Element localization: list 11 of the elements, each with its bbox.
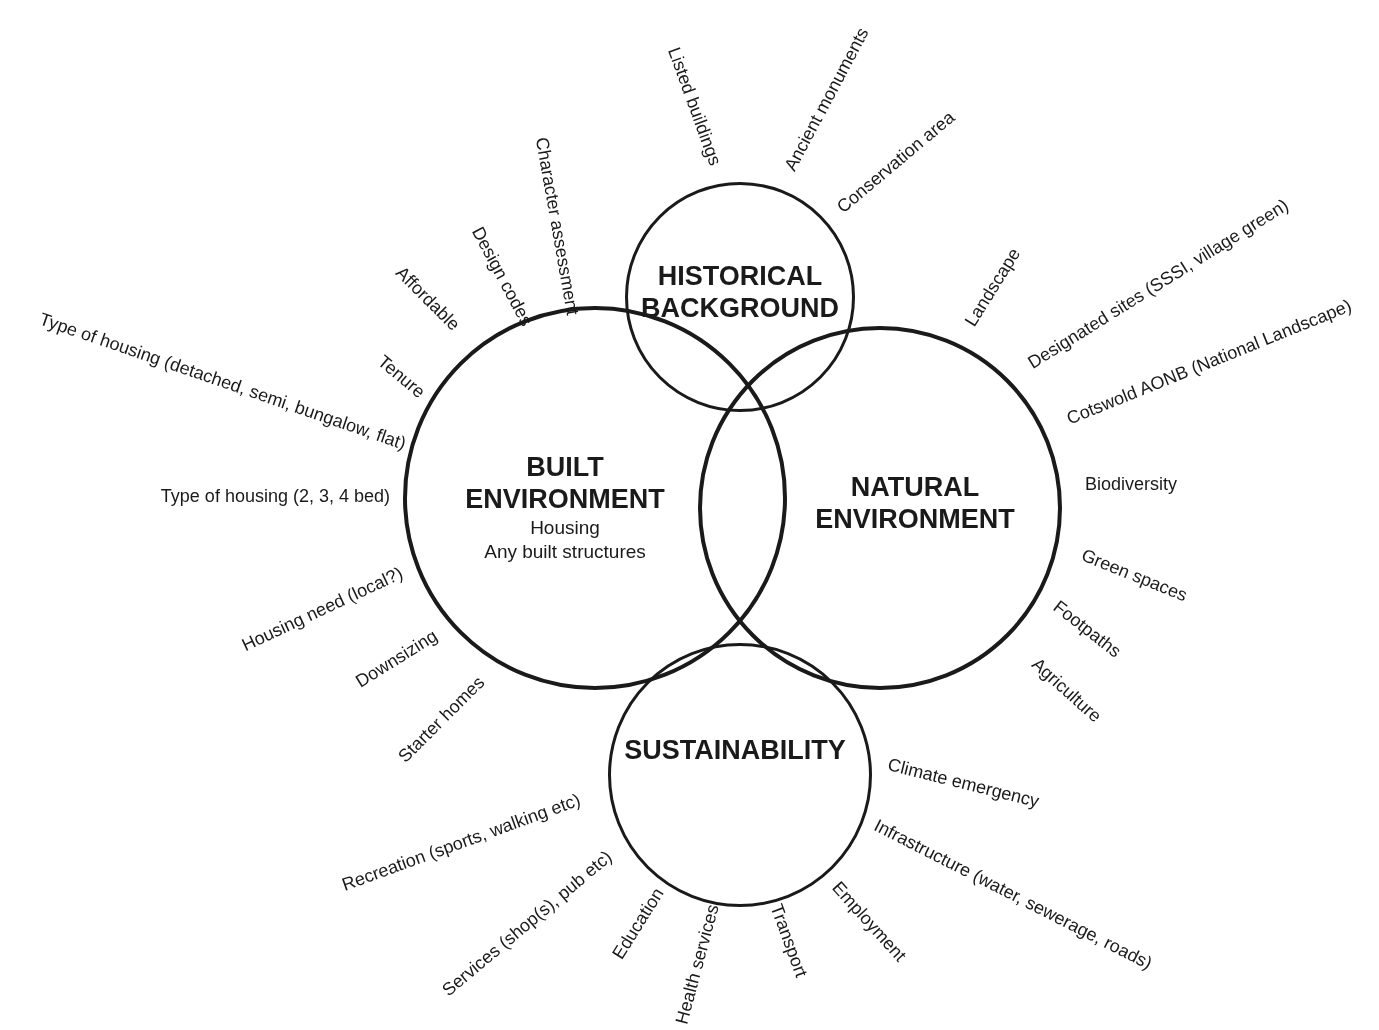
topic-label: Health services <box>670 902 724 1027</box>
circle-title: BUILT ENVIRONMENT <box>465 450 665 516</box>
circle-title: NATURAL ENVIRONMENT <box>815 470 1015 536</box>
circle-text: Housing <box>529 515 601 540</box>
topic-label: Green spaces <box>1078 544 1191 606</box>
topic-label: Character assessment <box>530 135 584 318</box>
circle-title: HISTORICAL BACKGROUND <box>641 259 839 325</box>
circle-text: Any built structures <box>483 540 647 565</box>
topic-label: Type of housing (2, 3, 4 bed) <box>160 485 390 509</box>
circle-title: SUSTAINABILITY <box>624 733 846 767</box>
topic-label: Biodiversity <box>1085 473 1178 497</box>
